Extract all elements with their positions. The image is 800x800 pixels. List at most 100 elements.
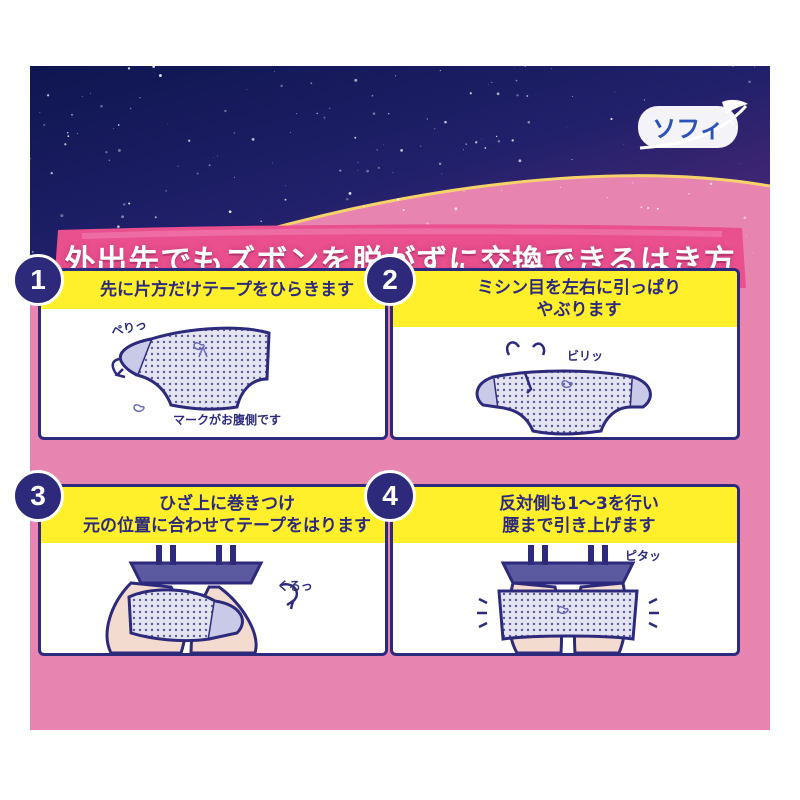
star xyxy=(526,95,529,97)
star xyxy=(43,123,46,126)
star xyxy=(371,94,374,97)
star xyxy=(251,138,255,141)
star xyxy=(439,69,442,72)
star xyxy=(165,190,167,192)
step-4-instruction-line-1: 反対側も1〜3を行い xyxy=(499,494,659,514)
step-2-banner: ミシン目を左右に引っぱり やぶります xyxy=(393,271,737,327)
star xyxy=(438,162,442,166)
star xyxy=(740,181,743,183)
step-1-banner: 先に片方だけテープをひらきます xyxy=(41,271,385,309)
star xyxy=(31,250,34,253)
star xyxy=(177,165,179,167)
star xyxy=(81,96,83,98)
step-2-number-badge: 2 xyxy=(364,254,416,306)
star xyxy=(357,161,359,163)
star xyxy=(167,123,169,125)
star xyxy=(234,176,235,178)
star xyxy=(465,143,467,145)
logo-text: ソフィ xyxy=(652,115,724,143)
star xyxy=(50,171,53,175)
star xyxy=(444,120,447,124)
star xyxy=(488,84,489,86)
star xyxy=(559,186,562,189)
star xyxy=(606,197,608,199)
star xyxy=(280,84,283,88)
star xyxy=(90,92,91,94)
star xyxy=(296,113,298,115)
star xyxy=(518,159,522,163)
star xyxy=(260,220,263,223)
star xyxy=(366,169,369,173)
step-card-3: ひざ上に巻きつけ 元の位置に合わせてテープをはります くるっ xyxy=(38,484,388,656)
star xyxy=(372,112,376,116)
star xyxy=(383,144,385,146)
star xyxy=(152,66,156,68)
step-1-number-badge: 1 xyxy=(12,254,64,306)
star xyxy=(392,172,394,174)
star xyxy=(188,139,191,142)
star xyxy=(284,198,287,201)
star xyxy=(484,147,487,149)
star xyxy=(643,99,646,101)
star xyxy=(631,181,634,184)
star xyxy=(739,163,741,165)
star xyxy=(289,132,291,133)
step-1-instruction: 先に片方だけテープをひらきます xyxy=(100,280,354,300)
star xyxy=(748,80,751,84)
step-3-instruction-line-1: ひざ上に巻きつけ xyxy=(159,494,295,514)
star xyxy=(497,139,501,143)
step-4-number-badge: 4 xyxy=(364,470,416,522)
star xyxy=(246,89,248,90)
star xyxy=(420,145,422,147)
star xyxy=(524,66,526,68)
step-3-sound-note: くるっ xyxy=(277,579,313,593)
star xyxy=(623,143,625,145)
star xyxy=(129,107,132,110)
step-3-number-badge: 3 xyxy=(12,470,64,522)
star xyxy=(376,149,378,151)
star xyxy=(117,124,120,126)
star xyxy=(105,150,108,154)
star xyxy=(108,159,111,162)
star xyxy=(60,214,64,218)
step-1-illustration xyxy=(111,326,271,413)
star xyxy=(217,155,219,157)
star xyxy=(377,166,380,169)
star xyxy=(127,67,131,70)
star xyxy=(434,128,436,130)
star xyxy=(139,97,141,99)
star xyxy=(71,113,73,116)
star xyxy=(688,192,690,195)
star xyxy=(402,209,405,212)
star xyxy=(396,198,400,201)
step-4-illustration xyxy=(477,545,659,653)
star xyxy=(500,189,502,191)
sofy-logo: ソフィ xyxy=(638,99,748,150)
star xyxy=(339,169,342,172)
star xyxy=(121,215,124,219)
step-card-4: 反対側も1〜3を行い 腰まで引き上げます ピタッ xyxy=(390,484,740,656)
star xyxy=(224,109,227,113)
star xyxy=(323,116,326,119)
star xyxy=(463,190,465,193)
star xyxy=(571,95,573,97)
star xyxy=(495,135,498,138)
star xyxy=(100,105,103,108)
star xyxy=(709,182,713,185)
star xyxy=(656,207,659,210)
star xyxy=(515,79,518,82)
star xyxy=(323,119,325,121)
star xyxy=(527,120,531,124)
star xyxy=(112,127,114,129)
star xyxy=(39,112,41,114)
step-3-illustration xyxy=(105,545,299,653)
star xyxy=(496,92,500,96)
star xyxy=(516,94,519,97)
step-4-sound-note: ピタッ xyxy=(625,549,662,563)
star xyxy=(426,118,429,120)
star xyxy=(550,68,552,70)
star xyxy=(469,92,472,95)
step-2-instruction-line-2: やぶります xyxy=(536,300,622,320)
star xyxy=(691,173,693,175)
star xyxy=(64,143,67,146)
